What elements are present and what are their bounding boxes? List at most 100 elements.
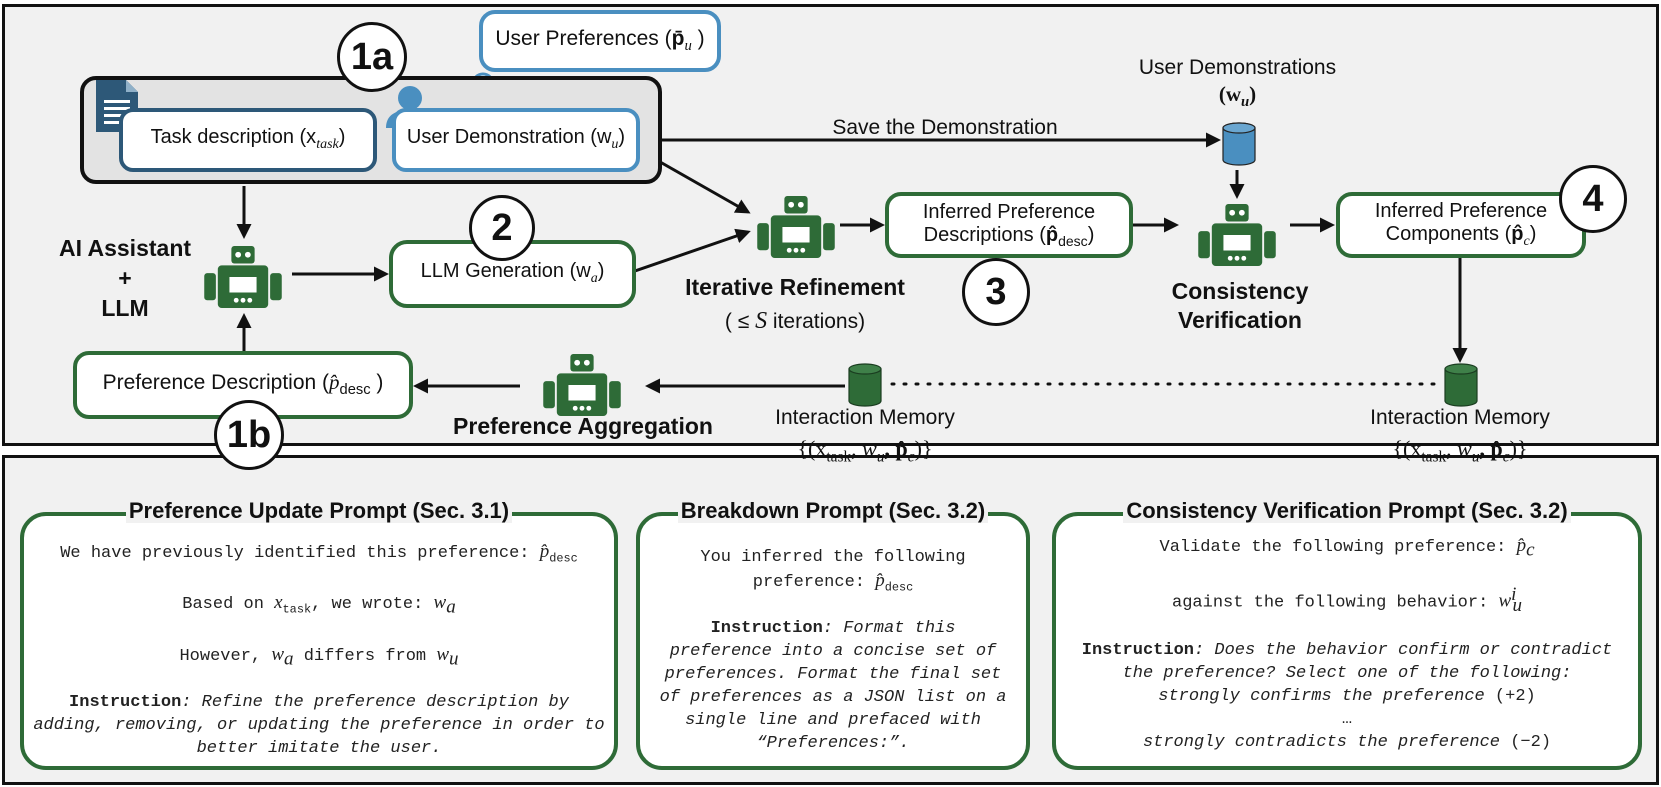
memory-right-f2: , w (1446, 436, 1472, 462)
prompt-title: Breakdown Prompt (Sec. 3.2) (677, 498, 989, 523)
llm-generation-box: LLM Generation (wa) (389, 240, 636, 308)
memory-left-title: Interaction Memory (775, 406, 955, 429)
inferred-desc-sym: p̂ (1045, 223, 1059, 246)
p3-line2-sub: u (1512, 595, 1522, 617)
p3-opt1-val: (+2) (1484, 687, 1536, 707)
plus-text: + (118, 264, 132, 291)
memory-right-f3sub: c (1502, 448, 1510, 466)
user-preferences-bubble: User Preferences (p̄u ) (479, 10, 721, 72)
p3-line2-sup: i (1511, 584, 1517, 606)
robot-icon (757, 196, 835, 258)
llm-generation-sub: a (590, 271, 598, 287)
robot-icon (543, 354, 621, 416)
p3-line2-w: w (1498, 591, 1512, 613)
p3-line1-sym: p̂ (1516, 535, 1527, 556)
prompt-body: Validate the following preference: p̂c a… (1064, 534, 1630, 754)
user-demonstration-label: User Demonstration (w (406, 126, 612, 149)
user-demonstrations-sym: (w (1218, 82, 1241, 107)
preference-update-prompt: Preference Update Prompt (Sec. 3.1) We h… (20, 498, 618, 770)
robot-icon (1198, 204, 1276, 266)
inferred-components-box: Inferred Preference Components (p̂c) (1336, 192, 1586, 258)
consistency-verification-label: Consistency Verification (1130, 277, 1350, 335)
p2-line1-sym: p̂ (875, 570, 885, 591)
p3-ellipsis: … (1341, 710, 1353, 730)
inferred-comp-line1: Inferred Preference (1374, 199, 1548, 222)
iterative-refinement-title: Iterative Refinement (685, 274, 905, 300)
p1-instr-text: : Refine the preference description by a… (33, 693, 605, 759)
inferred-comp-sub: c (1523, 233, 1530, 249)
step-badge-1a: 1a (337, 22, 407, 92)
database-icon (1444, 363, 1478, 407)
step-badge-2: 2 (469, 195, 535, 261)
user-demonstrations-label: User Demonstrations (wu) (1110, 55, 1365, 112)
breakdown-prompt: Breakdown Prompt (Sec. 3.2) You inferred… (636, 498, 1030, 770)
memory-left-f3sub: c (907, 448, 915, 466)
save-demonstration-label: Save the Demonstration (832, 116, 1058, 139)
p3-line1-sub: c (1526, 539, 1535, 561)
p1-line2-b: , we wrote: (311, 595, 434, 615)
task-description-sub: task (316, 137, 339, 153)
consistency-line2: Verification (1178, 306, 1302, 333)
iterative-refinement-label: Iterative Refinement ( ≤ S iterations) (665, 273, 925, 336)
p3-instr-text: : Does the behavior confirm or contradic… (1122, 641, 1613, 684)
p3-line1: Validate the following preference: (1159, 538, 1517, 557)
database-icon (1222, 122, 1256, 166)
p3-opt2: strongly contradicts the preference (1142, 733, 1501, 753)
p1-line2-w: w (433, 592, 447, 614)
memory-right-f1: {(x (1392, 436, 1422, 462)
memory-right-f3: , p̂ (1479, 436, 1503, 462)
inferred-comp-line2: Components ( (1385, 222, 1512, 245)
p3-instr-label: Instruction (1081, 641, 1194, 661)
p3-line2: against the following behavior: (1172, 594, 1499, 614)
user-demonstration-sub: u (611, 137, 619, 153)
p2-instr-label: Instruction (710, 619, 823, 639)
p1-line2: Based on (182, 595, 275, 615)
p3-opt2-val: (−2) (1500, 733, 1552, 753)
p1-instr-label: Instruction (69, 693, 182, 713)
inferred-desc-line2: Descriptions ( (923, 223, 1046, 246)
inferred-desc-sub: desc (1058, 232, 1088, 249)
p1-line1-sym: p̂ (539, 541, 550, 562)
task-description-label: Task description (x (150, 126, 317, 149)
prompt-body: You inferred the following preference: p… (658, 546, 1008, 755)
prompt-body: We have previously identified this prefe… (32, 540, 606, 760)
p1-line2-sub: task (282, 602, 312, 617)
inferred-comp-sym: p̂ (1511, 222, 1524, 245)
p1-line1: We have previously identified this prefe… (60, 544, 540, 563)
ai-assistant-label: AI Assistant + LLM (40, 234, 210, 324)
p1-line3-w1: w (271, 643, 284, 665)
inferred-descriptions-box: Inferred Preference Descriptions (p̂desc… (885, 192, 1133, 258)
iter-sub-s: S (755, 307, 768, 334)
step-badge-1b: 1b (214, 400, 284, 470)
memory-right-title: Interaction Memory (1370, 406, 1550, 429)
database-icon (848, 363, 882, 407)
arrow-llmgen-to-refine (634, 228, 751, 273)
p1-line3-a: However, (179, 646, 272, 666)
robot-icon (204, 246, 282, 308)
preference-aggregation-label: Preference Aggregation (453, 413, 713, 439)
memory-left-end: )} (914, 436, 933, 462)
step-badge-4: 4 (1559, 165, 1627, 233)
p1-line2-wsub: a (446, 596, 456, 618)
memory-left-f1sub: task (826, 448, 852, 466)
interaction-memory-right: Interaction Memory {(xtask, wu, p̂c)} (1345, 405, 1575, 467)
llm-generation-label: LLM Generation (w (420, 260, 591, 283)
iter-sub-a: ( ≤ (724, 309, 756, 333)
memory-left-f2sub: u (876, 448, 885, 466)
memory-left-f3: , p̂ (884, 436, 908, 462)
p1-line3-b: differs from (293, 646, 437, 666)
user-demonstration-box: User Demonstration (wu) (392, 108, 640, 172)
p2-line1: You inferred the following preference: (700, 548, 966, 592)
p1-line3-w1sub: a (284, 648, 294, 670)
user-preferences-label: User Preferences ( (495, 26, 672, 50)
user-demonstrations-sub: u (1241, 94, 1250, 111)
pref-desc-sub: desc (339, 382, 371, 399)
p2-line1-sub: desc (884, 580, 914, 595)
pref-desc-label: Preference Description ( (102, 371, 330, 395)
memory-left-f1: {(x (797, 436, 827, 462)
consistency-verification-prompt: Consistency Verification Prompt (Sec. 3.… (1052, 498, 1642, 770)
interaction-memory-left: Interaction Memory {(xtask, wu, p̂c)} (750, 405, 980, 467)
p1-line3-w2sub: u (449, 648, 459, 670)
p3-opt1: strongly confirms the preference (1158, 687, 1485, 707)
